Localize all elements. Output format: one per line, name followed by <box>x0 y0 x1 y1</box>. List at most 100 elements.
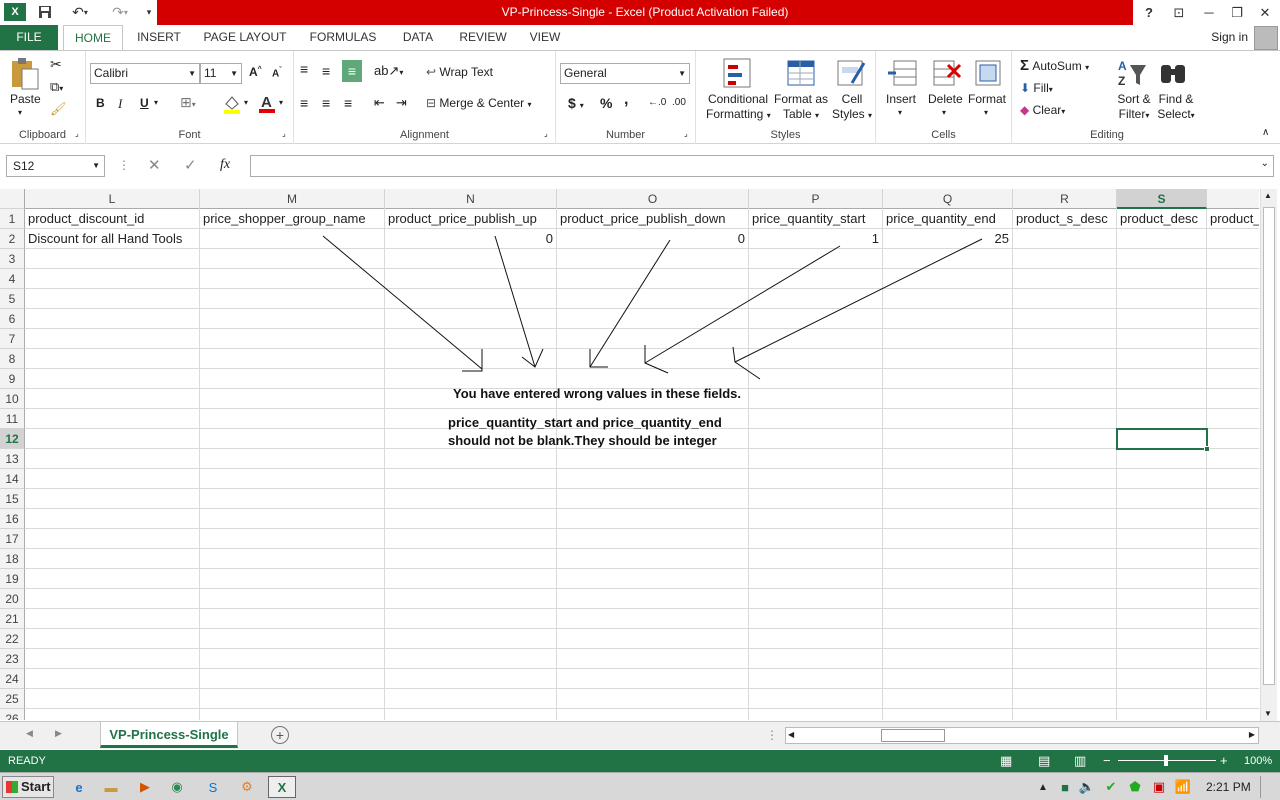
format-cells-button[interactable]: Format <box>968 92 1007 106</box>
empty-cell[interactable] <box>749 609 883 629</box>
cell-header-R[interactable]: product_s_desc <box>1013 209 1117 229</box>
empty-cell[interactable] <box>749 529 883 549</box>
empty-cell[interactable] <box>1207 249 1259 269</box>
empty-cell[interactable] <box>25 609 200 629</box>
column-header-P[interactable]: P <box>749 189 883 209</box>
empty-cell[interactable] <box>200 549 385 569</box>
empty-cell[interactable] <box>1117 569 1207 589</box>
zoom-in-icon[interactable]: + <box>1220 753 1228 768</box>
empty-cell[interactable] <box>25 429 200 449</box>
new-sheet-icon[interactable]: + <box>271 726 289 744</box>
scroll-up-icon[interactable]: ▲ <box>1264 191 1272 200</box>
clear-button[interactable]: ◆ Clear▾ <box>1020 103 1066 117</box>
row-header-25[interactable]: 25 <box>0 689 25 709</box>
empty-cell[interactable] <box>883 389 1013 409</box>
normal-view-icon[interactable]: ▦ <box>1000 753 1013 768</box>
expand-formula-bar-icon[interactable]: ⌄ <box>1260 158 1269 169</box>
empty-cell[interactable] <box>749 309 883 329</box>
empty-cell[interactable] <box>1117 329 1207 349</box>
wrap-text-button[interactable]: ↩ Wrap Text <box>426 65 493 79</box>
empty-cell[interactable] <box>1207 269 1259 289</box>
empty-cell[interactable] <box>200 449 385 469</box>
empty-cell[interactable] <box>883 589 1013 609</box>
tray-app-icon[interactable]: ■ <box>1061 779 1069 795</box>
empty-cell[interactable] <box>200 689 385 709</box>
zoom-out-icon[interactable]: − <box>1103 753 1111 768</box>
empty-cell[interactable] <box>749 709 883 720</box>
empty-cell[interactable] <box>200 509 385 529</box>
tab-home[interactable]: HOME <box>63 25 123 51</box>
empty-cell[interactable] <box>1117 689 1207 709</box>
empty-cell[interactable] <box>385 349 557 369</box>
alignment-launcher-icon[interactable]: ⌟ <box>544 129 548 138</box>
row-header-26[interactable]: 26 <box>0 709 25 720</box>
formula-input[interactable]: ⌄ <box>250 155 1274 177</box>
signal-icon[interactable]: 📶 <box>1174 779 1192 794</box>
minimize-button[interactable]: ─ <box>1204 5 1214 20</box>
empty-cell[interactable] <box>883 469 1013 489</box>
align-top-icon[interactable]: ≡ <box>300 61 309 77</box>
comma-button[interactable]: , <box>624 91 629 108</box>
delete-cells-button[interactable]: Delete <box>928 92 963 106</box>
cell-styles-icon[interactable] <box>836 57 868 89</box>
underline-button[interactable]: U <box>140 96 149 110</box>
empty-cell[interactable] <box>883 349 1013 369</box>
row-header-23[interactable]: 23 <box>0 649 25 669</box>
cancel-entry-icon[interactable]: ✕ <box>148 157 161 174</box>
empty-cell[interactable] <box>883 449 1013 469</box>
empty-cell[interactable] <box>25 369 200 389</box>
empty-cell[interactable] <box>1117 669 1207 689</box>
font-size-select[interactable]: 11▼ <box>200 63 242 84</box>
empty-cell[interactable] <box>1207 509 1259 529</box>
row-header-12[interactable]: 12 <box>0 429 25 449</box>
empty-cell[interactable] <box>883 649 1013 669</box>
empty-cell[interactable] <box>557 489 749 509</box>
horizontal-scroll-thumb[interactable] <box>881 729 945 742</box>
empty-cell[interactable] <box>25 589 200 609</box>
empty-cell[interactable] <box>749 249 883 269</box>
cell-value-R[interactable] <box>1013 229 1117 249</box>
clipboard-launcher-icon[interactable]: ⌟ <box>75 129 79 138</box>
empty-cell[interactable] <box>1013 369 1117 389</box>
page-break-view-icon[interactable]: ▥ <box>1074 753 1087 768</box>
empty-cell[interactable] <box>25 489 200 509</box>
empty-cell[interactable] <box>749 469 883 489</box>
cell-value-P[interactable]: 1 <box>749 229 883 249</box>
empty-cell[interactable] <box>1013 269 1117 289</box>
empty-cell[interactable] <box>749 629 883 649</box>
empty-cell[interactable] <box>1013 469 1117 489</box>
selected-cell-border[interactable] <box>1116 428 1210 452</box>
empty-cell[interactable] <box>883 329 1013 349</box>
font-color-dropdown-icon[interactable]: ▾ <box>279 98 284 107</box>
empty-cell[interactable] <box>749 449 883 469</box>
align-center-icon[interactable]: ≡ <box>322 95 331 111</box>
increase-decimal-icon[interactable]: ←.0 <box>648 97 667 108</box>
empty-cell[interactable] <box>1117 269 1207 289</box>
tab-formulas[interactable]: FORMULAS <box>309 30 377 44</box>
sheet-scroll-left-icon[interactable]: ◀ <box>26 728 33 738</box>
currency-button[interactable]: $ ▾ <box>568 95 584 111</box>
empty-cell[interactable] <box>557 249 749 269</box>
column-header-N[interactable]: N <box>385 189 557 209</box>
number-format-select[interactable]: General▼ <box>560 63 690 84</box>
empty-cell[interactable] <box>883 549 1013 569</box>
empty-cell[interactable] <box>883 409 1013 429</box>
clock[interactable]: 2:21 PM <box>1206 780 1251 794</box>
help-button[interactable]: ? <box>1145 5 1153 20</box>
empty-cell[interactable] <box>883 269 1013 289</box>
autosum-button[interactable]: Σ AutoSum ▾ <box>1020 57 1090 74</box>
empty-cell[interactable] <box>1117 589 1207 609</box>
empty-cell[interactable] <box>385 529 557 549</box>
fill-color-icon[interactable] <box>222 94 244 117</box>
page-layout-view-icon[interactable]: ▤ <box>1038 753 1051 768</box>
empty-cell[interactable] <box>25 249 200 269</box>
empty-cell[interactable] <box>25 549 200 569</box>
column-header-S[interactable]: S <box>1117 189 1207 209</box>
insert-dropdown-icon[interactable]: ▾ <box>898 108 903 117</box>
decrease-indent-icon[interactable]: ⇤ <box>374 95 385 110</box>
empty-cell[interactable] <box>385 289 557 309</box>
borders-icon[interactable]: ⊞▾ <box>180 94 196 110</box>
empty-cell[interactable] <box>25 689 200 709</box>
empty-cell[interactable] <box>1207 649 1259 669</box>
